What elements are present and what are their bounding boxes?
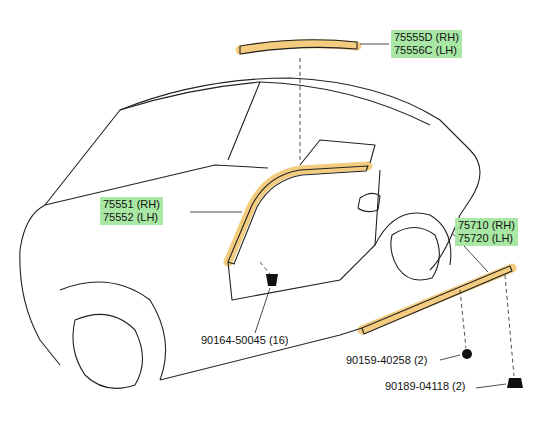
door-outline bbox=[228, 170, 380, 300]
rocker-molding-highlight bbox=[362, 268, 512, 330]
leader-line bbox=[360, 44, 389, 45]
roof-molding-highlight bbox=[240, 44, 357, 50]
part-number: 75552 (LH) bbox=[103, 211, 160, 224]
screw bbox=[462, 349, 472, 359]
highlight bbox=[228, 44, 512, 330]
part-number-box: 75555D (RH)75556C (LH) bbox=[391, 30, 462, 58]
leader-line bbox=[255, 288, 270, 333]
part-number-label: 90159-40258 (2) bbox=[345, 354, 428, 367]
roof-line bbox=[120, 78, 470, 150]
hood-line bbox=[20, 165, 268, 250]
leader-line bbox=[190, 212, 242, 213]
leader-line bbox=[260, 262, 270, 274]
rear-wheel bbox=[391, 228, 439, 281]
part-number-label: 90164-50045 (16) bbox=[200, 334, 289, 347]
leader-line bbox=[476, 384, 506, 388]
part-number: 75720 (LH) bbox=[458, 232, 515, 245]
front-wheel bbox=[73, 314, 143, 388]
door-frame-highlight bbox=[228, 166, 368, 262]
part-number: 75551 (RH) bbox=[103, 198, 160, 211]
leader-line bbox=[300, 58, 301, 162]
fuel-door bbox=[358, 193, 380, 211]
part-number: 75556C (LH) bbox=[394, 44, 459, 57]
rocker-molding bbox=[362, 266, 512, 334]
part-number-box: 75710 (RH)75720 (LH) bbox=[455, 218, 518, 246]
leaders bbox=[190, 44, 514, 388]
front-wheel-arch bbox=[60, 282, 166, 380]
windshield bbox=[45, 82, 260, 205]
quarter-window bbox=[300, 140, 375, 165]
rear-body bbox=[430, 150, 480, 270]
clip bbox=[266, 274, 278, 286]
roof-molding bbox=[240, 40, 357, 54]
part-number-box: 75551 (RH)75552 (LH) bbox=[100, 197, 163, 225]
leader-line bbox=[460, 290, 466, 348]
part-number: 75710 (RH) bbox=[458, 219, 515, 232]
sill-line bbox=[160, 328, 362, 380]
nut bbox=[507, 378, 523, 388]
leader-line bbox=[505, 275, 514, 376]
car-body bbox=[20, 40, 512, 389]
fasteners bbox=[266, 274, 523, 388]
roof-edge bbox=[260, 82, 430, 125]
part-number-label: 90189-04118 (2) bbox=[384, 380, 467, 393]
door-frame-molding bbox=[228, 166, 368, 264]
part-number: 75555D (RH) bbox=[394, 31, 459, 44]
front-bumper bbox=[20, 250, 60, 365]
leader-line bbox=[440, 355, 460, 360]
